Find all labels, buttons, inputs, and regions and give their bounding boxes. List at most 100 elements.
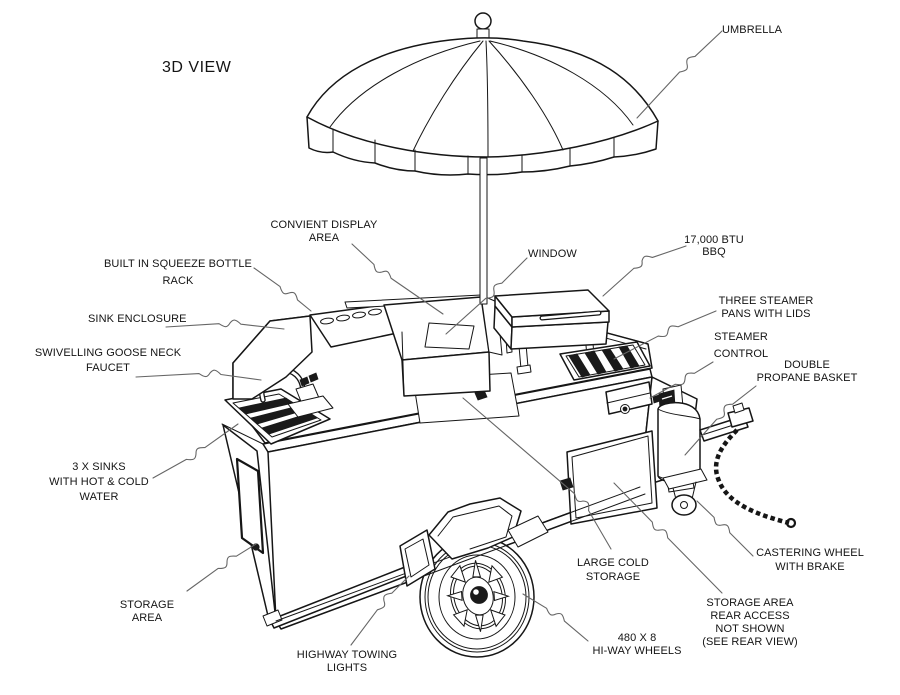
label-steamer-pans: PANS WITH LIDS (721, 308, 810, 320)
label-propane-basket: PROPANE BASKET (757, 372, 858, 384)
umbrella-valance-seams (332, 128, 615, 175)
rear-access-door-inner-frame (571, 435, 653, 519)
leader-line (602, 245, 687, 297)
label-castering-wheel: CASTERING WHEEL (756, 547, 864, 559)
hitch-coupler-latch (732, 402, 745, 414)
umbrella-rib (485, 40, 489, 158)
enclosure-left-face (232, 315, 313, 400)
bottle-hole (352, 311, 366, 319)
hub-arrow (446, 590, 463, 601)
umbrella-finial (474, 12, 492, 30)
label-three-sinks: 3 X SINKS (72, 461, 125, 473)
rear-access-door-latch (559, 477, 574, 491)
display-window (424, 322, 475, 350)
label-hiway-wheels: HI-WAY WHEELS (592, 645, 681, 657)
umbrella-rib (488, 40, 564, 151)
bbq-foot (516, 364, 532, 375)
label-btu-bbq: 17,000 BTU (684, 234, 744, 246)
hub-arrow (489, 609, 506, 628)
leader-line (613, 482, 723, 594)
label-bottle-rack: BUILT IN SQUEEZE BOTTLE (104, 258, 252, 270)
umbrella-rib (329, 40, 481, 128)
leader-lines (135, 30, 757, 646)
counter-left-lip-edge (221, 423, 264, 445)
tank-valve-knob (652, 394, 661, 404)
steamer-control-plate-line (606, 392, 651, 404)
steamer-pan (618, 345, 640, 369)
umbrella-rib (412, 40, 484, 152)
towing-light-box (399, 529, 436, 587)
label-steamer-control: STEAMER (714, 331, 768, 343)
steamer-control-knob-center (622, 406, 628, 412)
tank-shoulder (657, 408, 701, 420)
label-btu-bbq: BBQ (702, 246, 726, 258)
label-towing-lights: LIGHTS (327, 662, 367, 674)
steamer-frame-inner (565, 344, 646, 378)
leader-line (696, 500, 754, 557)
rim-ring (453, 565, 503, 627)
hub-arrow (488, 564, 504, 583)
tank-regulator-slit (661, 395, 673, 400)
leader-line (613, 310, 717, 360)
label-steamer-control: CONTROL (714, 348, 768, 360)
leader-line (462, 397, 612, 550)
label-faucet: FAUCET (86, 362, 130, 374)
bottle-hole (368, 308, 382, 316)
label-hiway-wheels: 480 X 8 (618, 632, 657, 644)
label-faucet: SWIVELLING GOOSE NECK (35, 347, 182, 359)
umbrella (306, 12, 659, 176)
caster-bracket (662, 468, 708, 490)
label-convient-display: AREA (309, 232, 340, 244)
label-cold-storage: LARGE COLD (577, 557, 649, 569)
hub-arrow (493, 591, 510, 602)
faucet-tap-handle (308, 372, 319, 383)
fender-inner-line (437, 505, 513, 550)
label-storage-rear: NOT SHOWN (715, 623, 784, 635)
display-edge (401, 331, 405, 397)
leader-line (445, 257, 528, 335)
tow-bar-end-coupler (262, 609, 283, 627)
front-storage-door (235, 457, 265, 555)
leader-line (135, 369, 262, 381)
leader-line (351, 243, 444, 315)
umbrella-rib (489, 40, 634, 126)
label-storage-rear: STORAGE AREA (706, 597, 794, 609)
umbrella-pole (479, 157, 488, 305)
leader-line (253, 267, 312, 312)
leader-line (186, 543, 257, 592)
towing-light-lens (404, 538, 430, 578)
sidewall-ring (438, 554, 516, 640)
hub-ring (462, 576, 494, 616)
leader-line (522, 593, 589, 642)
label-cold-storage: STORAGE (586, 571, 640, 583)
leader-line (684, 385, 757, 456)
label-sink-enclosure: SINK ENCLOSURE (88, 313, 187, 325)
sink-bowl (261, 412, 318, 435)
faucet-base-ledge (287, 395, 334, 418)
steamer-pan (601, 348, 624, 372)
label-bottle-rack: RACK (163, 275, 195, 287)
fender (428, 497, 522, 560)
label-castering-wheel: WITH BRAKE (775, 561, 844, 573)
label-propane-basket: DOUBLE (784, 359, 830, 371)
label-three-sinks: WATER (80, 491, 119, 503)
safety-chain (713, 428, 790, 526)
label-storage-rear: (SEE REAR VIEW) (702, 636, 798, 648)
caster-hub (680, 501, 688, 509)
label-steamer-pans: THREE STEAMER (719, 295, 814, 307)
label-umbrella: UMBRELLA (722, 24, 783, 36)
hub-arrow (450, 564, 467, 583)
leader-line (152, 423, 239, 479)
display-lower-face (401, 351, 491, 397)
leader-line (636, 30, 723, 119)
hub-highlight (473, 589, 479, 595)
label-storage-rear: REAR ACCESS (710, 610, 789, 622)
chain-end-ring (785, 517, 797, 529)
fender-bracket (507, 515, 549, 548)
label-convient-display: CONVIENT DISPLAY (271, 219, 379, 231)
leader-line (165, 319, 285, 330)
label-storage-area: STORAGE (120, 599, 174, 611)
faucet-tap-handle (299, 376, 310, 387)
steamer-pan (568, 353, 591, 378)
